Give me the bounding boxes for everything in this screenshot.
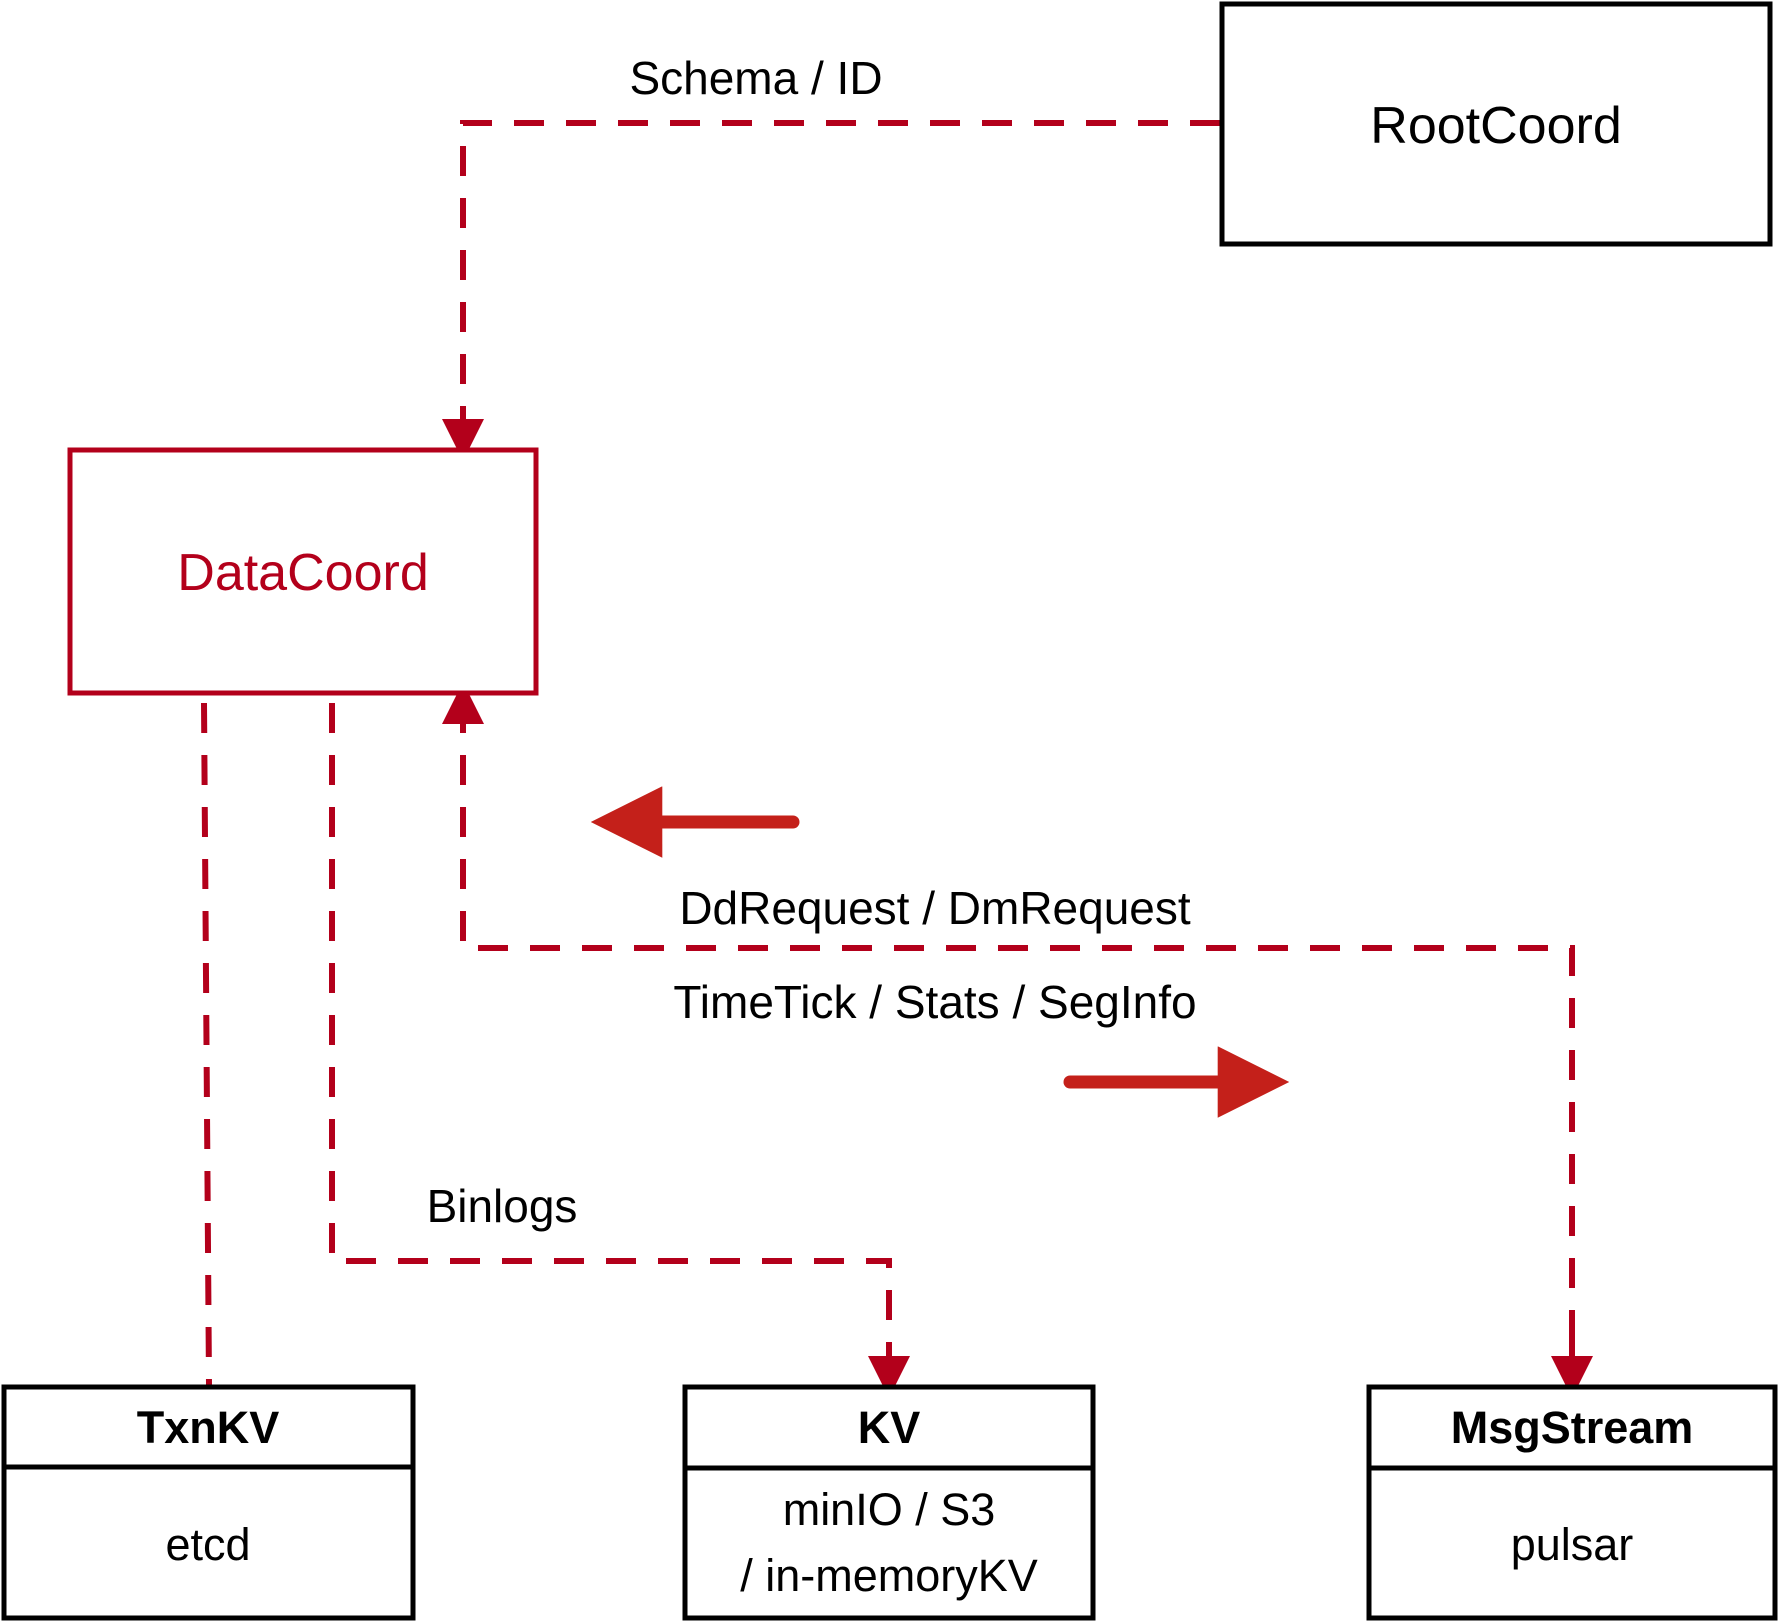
- edge-label-timetick-stats-seginfo: TimeTick / Stats / SegInfo: [673, 976, 1196, 1028]
- node-txnkv-subtitle: etcd: [165, 1519, 250, 1570]
- node-kv-subtitle-line2: / in-memoryKV: [740, 1550, 1038, 1601]
- node-msgstream-title: MsgStream: [1451, 1402, 1694, 1453]
- node-rootcoord[interactable]: RootCoord: [1219, 1, 1773, 247]
- edge-datacoord-msgstream: [442, 682, 1575, 1377]
- node-txnkv[interactable]: TxnKV etcd: [1, 1384, 416, 1621]
- node-datacoord-label: DataCoord: [177, 544, 428, 602]
- node-msgstream[interactable]: MsgStream pulsar: [1366, 1384, 1778, 1621]
- node-rootcoord-label: RootCoord: [1370, 97, 1621, 155]
- edge-schema-id: [442, 120, 1220, 461]
- edge-label-dd-dm-request: DdRequest / DmRequest: [679, 882, 1191, 934]
- node-kv-title: KV: [858, 1402, 921, 1453]
- edge-datacoord-txnkv: [201, 702, 212, 1386]
- node-msgstream-subtitle: pulsar: [1511, 1519, 1634, 1570]
- node-kv[interactable]: KV minIO / S3 / in-memoryKV: [682, 1384, 1096, 1621]
- edge-binlogs: [329, 703, 910, 1398]
- edge-label-binlogs: Binlogs: [427, 1180, 578, 1232]
- node-txnkv-title: TxnKV: [137, 1402, 280, 1453]
- node-datacoord[interactable]: DataCoord: [67, 447, 539, 696]
- node-kv-subtitle-line1: minIO / S3: [783, 1484, 996, 1535]
- edge-label-schema-id: Schema / ID: [629, 52, 882, 104]
